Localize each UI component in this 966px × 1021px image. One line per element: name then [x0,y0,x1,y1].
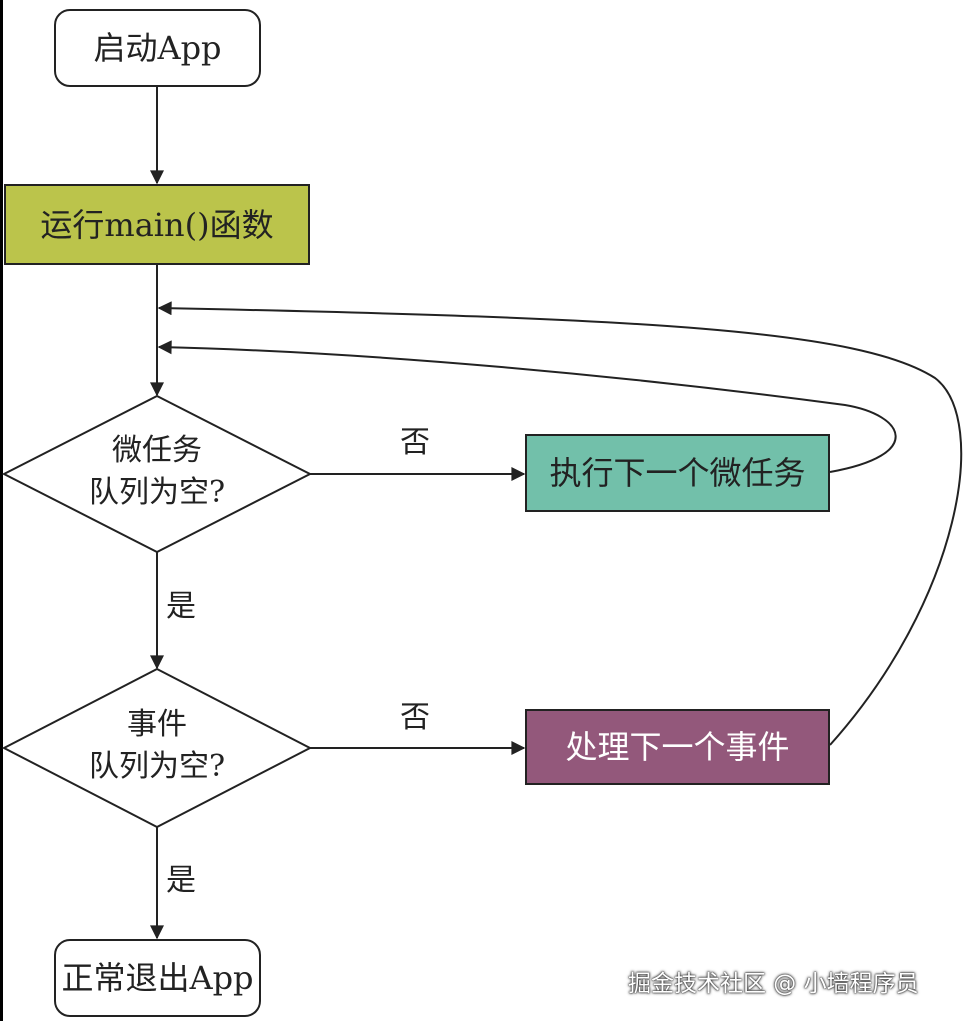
event-decision-line2: 队列为空? [88,749,226,784]
microtask-decision-label: 微任务 队列为空? [57,430,257,514]
event-decision-line1: 事件 [127,707,187,742]
loop-event-back [157,301,963,746]
run-main-node: 运行main()函数 [4,184,310,265]
start-node: 启动App [54,9,261,87]
event-no-label: 否 [400,700,430,735]
loop-microtask-back [157,340,897,473]
process-event-node-label: 处理下一个事件 [565,728,790,766]
execute-microtask-node: 执行下一个微任务 [525,434,830,512]
microtask-yes-label: 是 [166,589,196,624]
microtask-decision-line2: 队列为空? [88,475,226,510]
event-decision-label: 事件 队列为空? [57,704,257,788]
event-yes-label: 是 [166,863,196,898]
exit-node-label: 正常退出App [61,959,254,997]
microtask-no-label: 否 [400,425,430,460]
process-event-node: 处理下一个事件 [525,709,830,785]
watermark: 掘金技术社区 @ 小墙程序员 [628,971,919,997]
execute-microtask-node-label: 执行下一个微任务 [549,454,806,492]
exit-node: 正常退出App [54,939,261,1017]
microtask-decision-line1: 微任务 [112,433,202,468]
start-node-label: 启动App [93,29,222,67]
run-main-node-label: 运行main()函数 [40,205,274,244]
left-frame-edge [0,0,3,1021]
